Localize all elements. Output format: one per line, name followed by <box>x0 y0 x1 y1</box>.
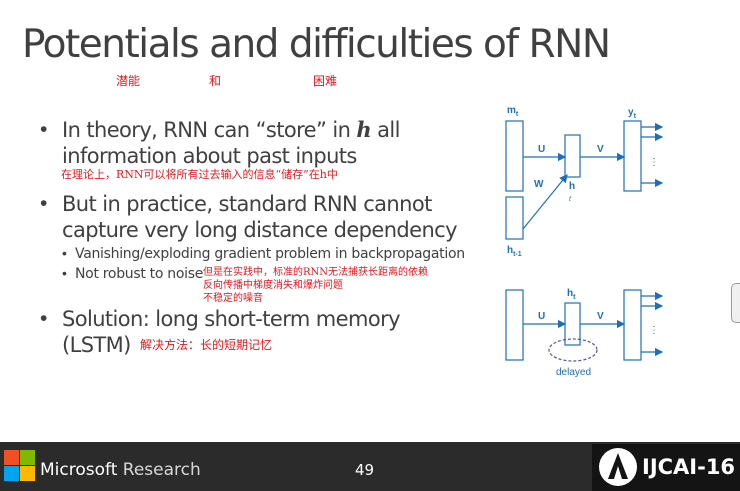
output-layer-box <box>623 120 642 192</box>
svg-text:t: t <box>569 196 572 203</box>
bullet-dot: • <box>40 118 48 141</box>
hidden-layer-box <box>564 134 581 178</box>
output-layer-box-2 <box>623 289 642 361</box>
svg-text:V: V <box>597 311 604 322</box>
rnn-diagram: mt yt U V W h t ht-1 ⋮ ht U V ⋮ delayed <box>505 105 664 378</box>
microsoft-logo-icon <box>4 450 35 481</box>
svg-text:U: U <box>538 311 545 322</box>
bullet-solution-line1: Solution: long short-term memory <box>62 307 401 331</box>
bullet-practice-line1: But in practice, standard RNN cannot <box>62 192 432 216</box>
hidden-layer-box-2 <box>564 302 581 346</box>
slide-title: Potentials and difficulties of RNN <box>22 22 611 67</box>
bullet-solution-note: 解决方法：长的短期记忆 <box>140 338 273 352</box>
page-number: 49 <box>355 461 375 479</box>
microsoft-research-brand: Microsoft Research <box>40 460 201 480</box>
bullet-practice-line2: capture very long distance dependency <box>62 218 458 242</box>
ijcai-logo-icon <box>599 448 637 486</box>
sub-note-line3: 不稳定的噪音 <box>203 293 263 304</box>
sub-note-line1: 但是在实践中，标准的RNN无法捕获长距离的依赖 <box>203 267 429 278</box>
bullet-solution: Solution: long short-term memory (LSTM) <box>62 306 401 358</box>
ijcai-label: IJCAI-16 <box>642 455 736 479</box>
title-annotation-potential: 潜能 <box>116 74 141 88</box>
sub-bullet-dot: • <box>62 245 67 261</box>
bullet-theory-note: 在理论上，RNN可以将所有过去输入的信息“储存”在h中 <box>61 168 338 181</box>
sub-bullet-note: 但是在实践中，标准的RNN无法捕获长距离的依赖 反向传播中梯度消失和爆炸问题 不… <box>203 266 428 305</box>
svg-text:V: V <box>597 144 604 155</box>
svg-text:yt: yt <box>628 107 637 120</box>
bullet-solution-line2: (LSTM) <box>62 333 131 357</box>
side-scroll-tab[interactable] <box>731 283 740 323</box>
bullet-theory-line2: information about past inputs <box>62 144 357 168</box>
svg-text:mt: mt <box>507 105 519 118</box>
input-layer-box <box>505 120 524 192</box>
delayed-loop <box>548 338 598 362</box>
bullet-practice: But in practice, standard RNN cannot cap… <box>62 191 458 243</box>
svg-text:⋮: ⋮ <box>649 157 659 168</box>
bullet-theory-line1: In theory, RNN can “store” in <box>62 118 357 142</box>
svg-text:ht-1: ht-1 <box>507 245 522 258</box>
prev-hidden-box <box>505 196 524 240</box>
svg-text:ht: ht <box>567 288 576 301</box>
svg-text:⋮: ⋮ <box>649 325 659 336</box>
bullet-dot: • <box>40 307 48 330</box>
sub-note-line2: 反向传播中梯度消失和爆炸问题 <box>203 280 343 291</box>
title-annotation-and: 和 <box>209 74 222 88</box>
bullet-theory: In theory, RNN can “store” in h all info… <box>62 117 400 169</box>
sub-bullet-vanishing: Vanishing/exploding gradient problem in … <box>75 246 465 262</box>
sub-bullet-noise: Not robust to noise <box>75 266 204 282</box>
math-h: h <box>356 117 372 142</box>
svg-text:W: W <box>534 179 544 190</box>
w-arrow <box>522 174 568 230</box>
input-layer-box-2 <box>505 289 524 361</box>
bullet-dot: • <box>40 192 48 215</box>
bullet-theory-tail: all <box>371 118 400 142</box>
svg-text:delayed: delayed <box>556 367 591 378</box>
svg-text:h: h <box>569 181 575 192</box>
sub-bullet-dot: • <box>62 265 67 281</box>
title-annotation-difficulty: 困难 <box>313 74 338 88</box>
svg-text:U: U <box>538 144 545 155</box>
